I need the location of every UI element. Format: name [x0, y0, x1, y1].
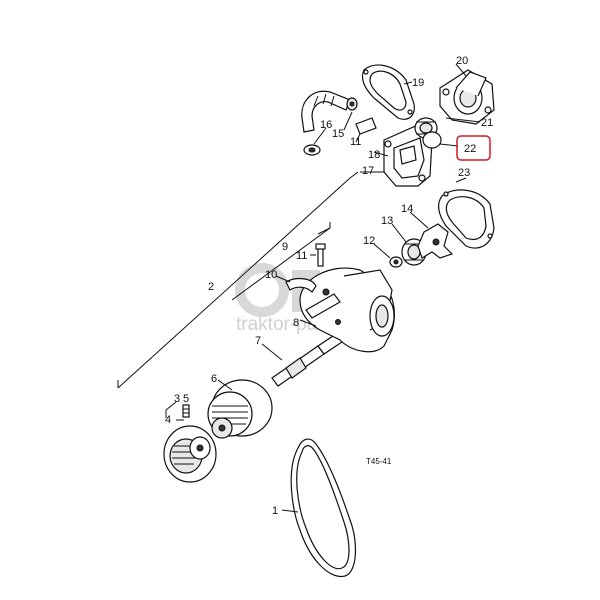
part-12-drain-plug: [389, 256, 403, 268]
part-15-clamp: [346, 97, 358, 111]
part-22-seal-ring: [422, 131, 442, 149]
callout-18: 18: [368, 149, 380, 161]
part-11-bolt-lower: [315, 243, 326, 267]
part-11-pipe-upper: [355, 117, 377, 135]
part-14-impeller: [417, 223, 454, 259]
leader-19: [403, 81, 413, 85]
callout-1: 1: [272, 505, 278, 517]
part-19-gasket-upper: [361, 64, 415, 120]
part-10-pipe: [285, 277, 317, 293]
part-6-fan-hub: [207, 379, 273, 439]
callout-20: 20: [456, 55, 468, 67]
bracket-end-2b: [349, 171, 359, 179]
bracket-line-9: [231, 227, 331, 301]
callout-7: 7: [255, 335, 261, 347]
callout-11-lower: 11: [296, 250, 307, 262]
callout-17: 17: [362, 165, 374, 177]
leader-15: [343, 111, 353, 131]
callout-19: 19: [412, 77, 424, 89]
leader-23: [455, 177, 467, 183]
part-16-clamp: [303, 144, 321, 156]
callout-15: 15: [332, 128, 344, 140]
leader-6: [217, 379, 233, 391]
callout-8: 8: [293, 317, 299, 329]
callout-21: 21: [481, 117, 493, 129]
bracket-end-9: [317, 222, 331, 235]
part-16-hose: [301, 90, 351, 133]
leader-22: [439, 143, 459, 147]
callout-9: 9: [282, 241, 288, 253]
part-23-gasket: [437, 189, 495, 249]
callout-6: 6: [211, 373, 217, 385]
callout-23: 23: [458, 167, 470, 179]
part-20-thermostat-cover: [439, 69, 495, 125]
drawing-code: T45-41: [366, 457, 392, 466]
callout-11-upper: 11: [350, 136, 361, 148]
callout-13: 13: [381, 215, 393, 227]
watermark-logo-ring: [235, 263, 289, 317]
part-5-bolt: [182, 404, 190, 418]
leader-10: [275, 275, 291, 283]
callout-16: 16: [320, 119, 332, 131]
callout-2: 2: [208, 281, 214, 293]
part-3-pulley: [163, 425, 217, 483]
part-7-pump-shaft: [271, 333, 343, 387]
callout-14: 14: [401, 203, 413, 215]
callout-5: 5: [183, 393, 189, 405]
callout-4: 4: [165, 414, 171, 426]
leader-21: [445, 117, 481, 123]
callout-12: 12: [363, 235, 375, 247]
callout-10: 10: [265, 269, 277, 281]
leader-16: [313, 127, 327, 145]
leader-7: [261, 343, 283, 361]
leader-11a: [355, 133, 361, 143]
part-18-thermostat-housing: [383, 123, 433, 187]
leader-12: [373, 243, 391, 259]
highlight-box-22: [456, 135, 491, 161]
leader-20: [455, 63, 467, 77]
callout-22: 22: [464, 143, 476, 155]
callout-3: 3: [174, 393, 180, 405]
leader-14: [409, 211, 429, 229]
part-1-v-belt: [290, 438, 357, 578]
bracket-line-2: [117, 177, 351, 389]
leader-1: [281, 509, 299, 513]
part-8-pump-body: [299, 267, 395, 353]
leader-8: [299, 319, 317, 327]
leader-13: [391, 223, 407, 243]
leader-3: [165, 401, 177, 418]
leader-18: [373, 151, 389, 157]
